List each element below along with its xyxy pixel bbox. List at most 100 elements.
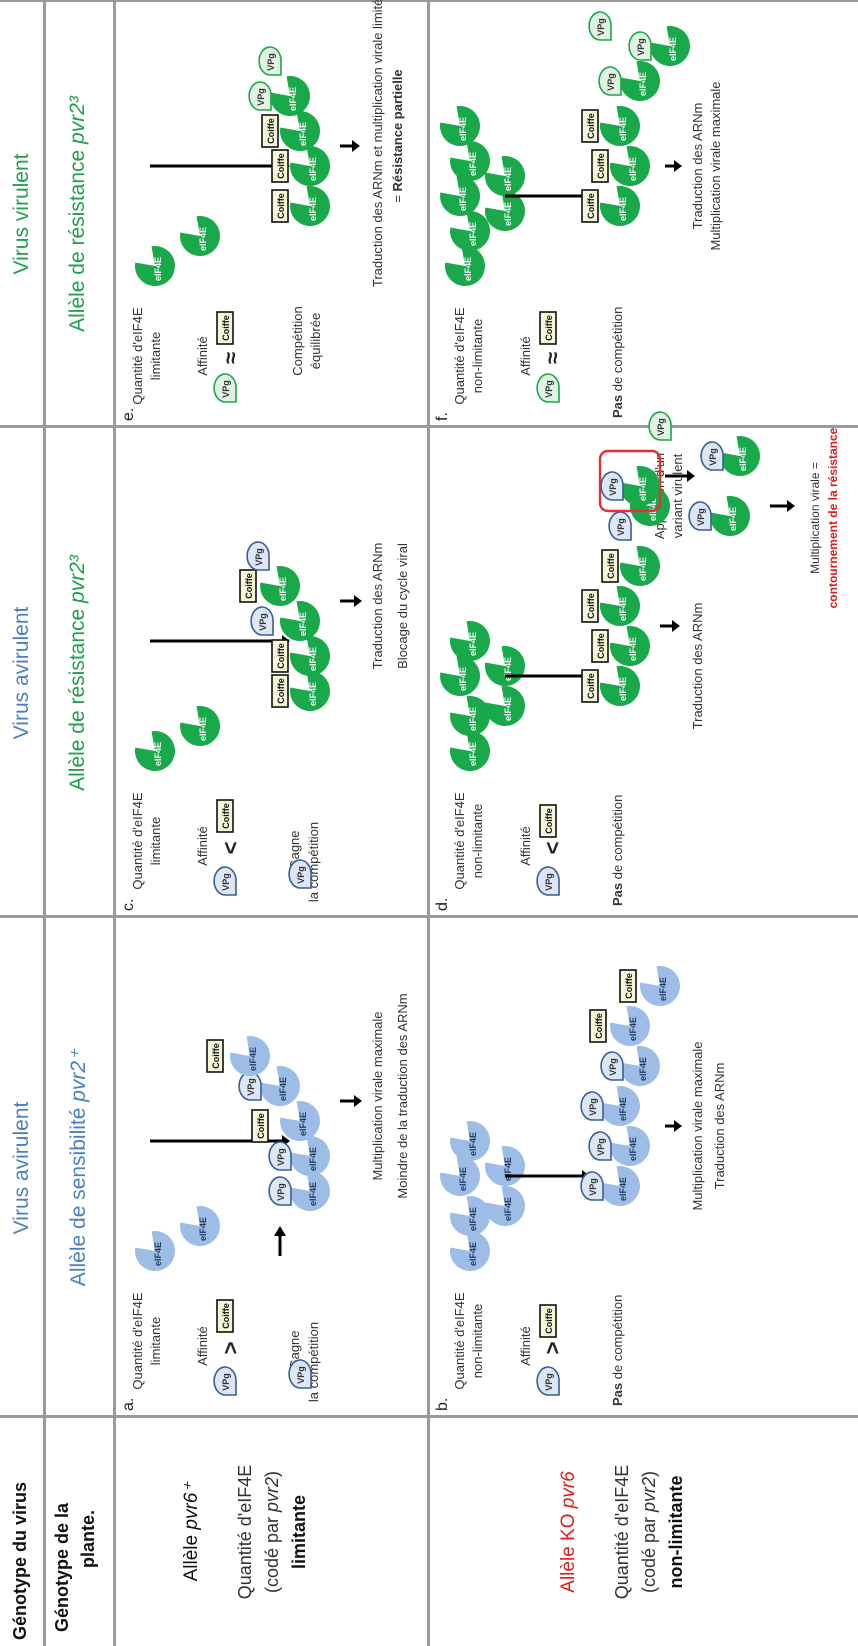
eif4e-protein: eIF4E [260, 565, 300, 606]
eif4e-label: eIF4E [738, 447, 748, 471]
vpg-glyph: VPg [213, 866, 237, 896]
eif4e-protein: eIF4E [260, 1066, 300, 1106]
cap-label: Coiffe [586, 593, 596, 619]
cap-label: Coiffe [624, 973, 634, 999]
cap-glyph: Coiffe [619, 969, 637, 1003]
vpg-glyph: VPg [588, 11, 612, 41]
eif4e-protein: eIF4E [180, 1206, 220, 1246]
eif4e-protein: eIF4E [290, 671, 330, 711]
vpg-label: VPg [616, 518, 626, 536]
eif4e-protein: eIF4E [620, 60, 660, 101]
eif4e-protein: eIF4E [270, 75, 310, 116]
cap-glyph: Coiffe [591, 149, 609, 183]
eif4e-label: eIF4E [503, 202, 513, 226]
eif4e-label: eIF4E [463, 257, 473, 281]
cap-glyph: Coiffe [261, 114, 279, 148]
cap-label: Coiffe [586, 673, 596, 699]
vpg-label: VPg [608, 1058, 618, 1076]
eif4e-label: eIF4E [198, 1217, 208, 1241]
vpg-label: VPg [276, 1183, 286, 1201]
cap-glyph: Coiffe [581, 589, 599, 623]
eif4e-protein: eIF4E [620, 465, 660, 506]
eif4e-label: eIF4E [458, 187, 468, 211]
cap-glyph: Coiffe [216, 799, 234, 833]
eif4e-label: eIF4E [298, 122, 308, 146]
eif4e-protein: eIF4E [135, 731, 175, 771]
eif4e-label: eIF4E [468, 742, 478, 766]
eif4e-protein: eIF4E [280, 1101, 320, 1141]
eif4e-protein: eIF4E [620, 1046, 660, 1086]
eif4e-label: eIF4E [198, 227, 208, 251]
eif4e-protein: eIF4E [450, 696, 490, 736]
vpg-label: VPg [544, 1373, 554, 1391]
eif4e-label: eIF4E [308, 1147, 318, 1171]
eif4e-label: eIF4E [153, 742, 163, 766]
eif4e-label: eIF4E [308, 647, 318, 671]
cap-glyph: Coiffe [589, 1009, 607, 1043]
eif4e-protein: eIF4E [445, 245, 485, 286]
vpg-glyph: VPg [608, 511, 632, 541]
vpg-glyph: VPg [600, 471, 624, 501]
vpg-glyph: VPg [250, 606, 274, 636]
cap-label: Coiffe [606, 553, 616, 579]
eif4e-protein: eIF4E [610, 625, 650, 666]
eif4e-protein: eIF4E [485, 686, 525, 726]
eif4e-label: eIF4E [503, 657, 513, 681]
vpg-label: VPg [296, 866, 306, 884]
cap-glyph: Coiffe [271, 674, 289, 708]
vpg-label: VPg [544, 873, 554, 891]
cap-glyph: Coiffe [216, 311, 234, 345]
cap-label: Coiffe [596, 633, 606, 659]
vpg-glyph: VPg [268, 1176, 292, 1206]
cap-label: Coiffe [594, 1013, 604, 1039]
cap-label: Coiffe [276, 643, 286, 669]
vpg-label: VPg [656, 418, 666, 436]
eif4e-label: eIF4E [308, 1182, 318, 1206]
eif4e-protein: eIF4E [600, 585, 640, 626]
vpg-label: VPg [221, 1373, 231, 1391]
eif4e-label: eIF4E [458, 1167, 468, 1191]
cap-label: Coiffe [221, 315, 231, 341]
eif4e-label: eIF4E [628, 157, 638, 181]
cap-label: Coiffe [276, 678, 286, 704]
virulent-variant-highlight [598, 449, 662, 513]
eif4e-label: eIF4E [248, 1047, 258, 1071]
eif4e-label: eIF4E [638, 477, 648, 501]
eif4e-protein: eIF4E [290, 1136, 330, 1176]
eif4e-label: eIF4E [468, 1207, 478, 1231]
eif4e-label: eIF4E [468, 632, 478, 656]
eif4e-label: eIF4E [308, 157, 318, 181]
cap-label: Coiffe [586, 113, 596, 139]
eif4e-label: eIF4E [628, 1017, 638, 1041]
eif4e-protein: eIF4E [230, 1036, 270, 1076]
eif4e-label: eIF4E [308, 682, 318, 706]
vpg-glyph: VPg [288, 1359, 312, 1389]
cap-label: Coiffe [596, 153, 606, 179]
eif4e-label: eIF4E [728, 507, 738, 531]
eif4e-protein: eIF4E [280, 110, 320, 151]
eif4e-label: eIF4E [503, 1157, 513, 1181]
arrow [665, 160, 682, 172]
eif4e-label: eIF4E [468, 222, 478, 246]
vpg-glyph: VPg [598, 66, 622, 96]
cap-glyph: Coiffe [539, 1304, 557, 1338]
vpg-glyph: VPg [213, 1366, 237, 1396]
eif4e-protein: eIF4E [135, 245, 175, 286]
eif4e-protein: eIF4E [290, 185, 330, 226]
arrow [340, 1095, 362, 1107]
cap-glyph: Coiffe [239, 569, 257, 603]
arrow [150, 160, 290, 172]
cap-label: Coiffe [221, 803, 231, 829]
cap-label: Coiffe [244, 573, 254, 599]
vpg-label: VPg [606, 73, 616, 91]
eif4e-label: eIF4E [618, 197, 628, 221]
cap-label: Coiffe [221, 1303, 231, 1329]
eif4e-label: eIF4E [503, 697, 513, 721]
cap-label: Coiffe [544, 808, 554, 834]
vpg-glyph: VPg [600, 1051, 624, 1081]
eif4e-protein: eIF4E [600, 105, 640, 146]
eif4e-protein: eIF4E [290, 145, 330, 186]
eif4e-protein: eIF4E [440, 1156, 480, 1196]
vpg-label: VPg [296, 1366, 306, 1384]
